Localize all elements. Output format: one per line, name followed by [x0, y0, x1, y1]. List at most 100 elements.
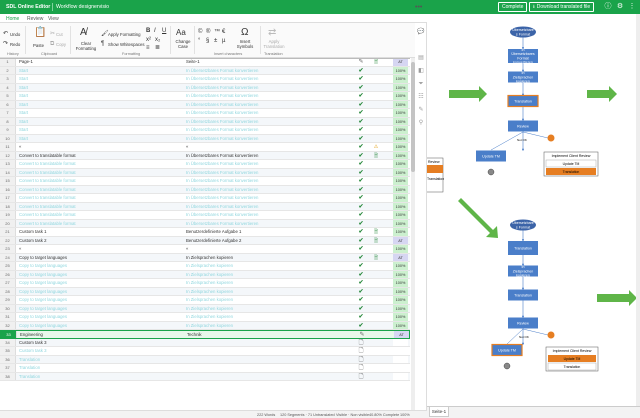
target-text[interactable]: In Übersetzbares Format konvertieren [186, 178, 259, 183]
history-icon[interactable]: ⚲ [418, 120, 424, 126]
confirmed-check-icon[interactable]: ✔ [358, 305, 364, 312]
paste-button[interactable]: Paste [33, 43, 44, 48]
note-icon[interactable]: 🗎 [373, 59, 379, 65]
confirmed-check-icon[interactable]: ✔ [358, 186, 364, 193]
confirmed-check-icon[interactable]: ✔ [358, 271, 364, 278]
segment-row[interactable]: 23««✔100% [0, 245, 410, 254]
termbase-icon[interactable]: ☷ [418, 94, 424, 100]
document-icon[interactable]: 🗋 [358, 373, 364, 380]
symbol-registered-icon[interactable]: ® [206, 29, 211, 35]
confirmed-check-icon[interactable]: ✔ [358, 314, 364, 320]
target-text[interactable]: In Zielsprachen kopieren [186, 254, 234, 260]
apply-formatting-button[interactable]: Apply Formatting [108, 32, 141, 37]
confirmed-check-icon[interactable]: ✔ [358, 152, 364, 159]
confirmed-check-icon[interactable]: ✔ [358, 229, 364, 235]
omega-icon[interactable]: Ω [241, 27, 249, 38]
paste-icon[interactable]: 📋 [34, 27, 47, 38]
confirmed-check-icon[interactable]: ✔ [358, 118, 364, 125]
confirmed-check-icon[interactable]: ✔ [358, 288, 364, 295]
filter-icon[interactable]: ⏷ [418, 81, 424, 87]
underline-icon[interactable]: U [162, 28, 167, 34]
comment-icon[interactable]: 💬 [417, 29, 425, 35]
confirmed-check-icon[interactable]: ✔ [358, 144, 364, 150]
confirmed-check-icon[interactable]: ✔ [358, 110, 364, 116]
more-icon[interactable]: ⋮ [628, 3, 636, 10]
symbol-degree-icon[interactable]: ° [198, 38, 201, 44]
redo-button[interactable]: Redo [10, 42, 21, 47]
preview-scrollbar[interactable] [636, 14, 640, 406]
confirmed-check-icon[interactable]: ✔ [358, 127, 364, 133]
target-text[interactable]: In Übersetzbares Format konvertieren [186, 161, 259, 166]
clear-formatting-icon[interactable]: A̸ [80, 27, 87, 38]
target-text[interactable]: In Zielsprachen kopieren [186, 305, 234, 311]
symbol-section-icon[interactable]: § [206, 38, 210, 44]
change-case-button[interactable]: Change Case [175, 39, 191, 49]
grid-scrollbar[interactable] [411, 58, 415, 410]
target-text[interactable]: In Übersetzbares Format konvertieren [186, 186, 259, 192]
confirmed-check-icon[interactable]: ✔ [358, 280, 364, 286]
target-text[interactable]: In Übersetzbares Format konvertieren [186, 93, 259, 98]
confirmed-check-icon[interactable]: ✔ [358, 76, 364, 82]
align-center-icon[interactable]: ≣ [155, 45, 161, 51]
grid-scrollbar-thumb[interactable] [411, 62, 415, 172]
confirmed-check-icon[interactable]: ✔ [358, 67, 364, 74]
confirmed-check-icon[interactable]: ✔ [358, 101, 364, 108]
apply-formatting-icon[interactable]: 🖌 [101, 31, 109, 37]
symbol-copyright-icon[interactable]: © [198, 29, 203, 35]
target-text[interactable]: Technik [187, 332, 202, 337]
segment-row[interactable]: 11««✔⚠100% [0, 143, 410, 152]
note-icon[interactable]: 🗎 [373, 237, 379, 244]
tm-icon[interactable]: ▤ [418, 55, 424, 61]
copy-icon[interactable]: ⧉ [50, 41, 55, 47]
confirmed-check-icon[interactable]: ✔ [358, 203, 364, 210]
redo-icon[interactable]: ↷ [3, 41, 9, 47]
confirmed-check-icon[interactable]: ✔ [358, 254, 364, 261]
confirmed-check-icon[interactable]: ✔ [358, 169, 364, 176]
target-text[interactable]: In Übersetzbares Format konvertieren [186, 220, 259, 226]
confirmed-check-icon[interactable]: ✔ [358, 195, 364, 201]
show-whitespaces-icon[interactable]: ¶ [101, 41, 105, 47]
symbol-micro-icon[interactable]: µ [222, 38, 226, 44]
target-text[interactable]: In Zielsprachen kopieren [186, 288, 234, 294]
insert-symbols-button[interactable]: Insert Symbols [236, 39, 254, 49]
confirmed-check-icon[interactable]: ✔ [358, 135, 364, 142]
note-icon[interactable]: 🗎 [373, 152, 379, 159]
confirmed-check-icon[interactable]: ✔ [358, 297, 364, 303]
confirmed-check-icon[interactable]: ✔ [358, 161, 364, 167]
qa-icon[interactable]: ✎ [418, 107, 424, 113]
superscript-icon[interactable]: x² [146, 37, 151, 43]
confirmed-check-icon[interactable]: ✔ [358, 263, 364, 269]
note-icon[interactable]: 🗎 [373, 229, 379, 235]
document-icon[interactable]: 🗋 [358, 356, 364, 363]
target-text[interactable]: In Zielsprachen kopieren [186, 297, 234, 302]
document-icon[interactable]: 🗋 [358, 339, 364, 346]
confirmed-check-icon[interactable]: ✔ [358, 322, 364, 329]
target-text[interactable]: In Übersetzbares Format konvertieren [186, 169, 259, 175]
target-text[interactable]: In Übersetzbares Format konvertieren [186, 195, 259, 200]
page-tab[interactable]: Seite-1 [429, 407, 449, 417]
